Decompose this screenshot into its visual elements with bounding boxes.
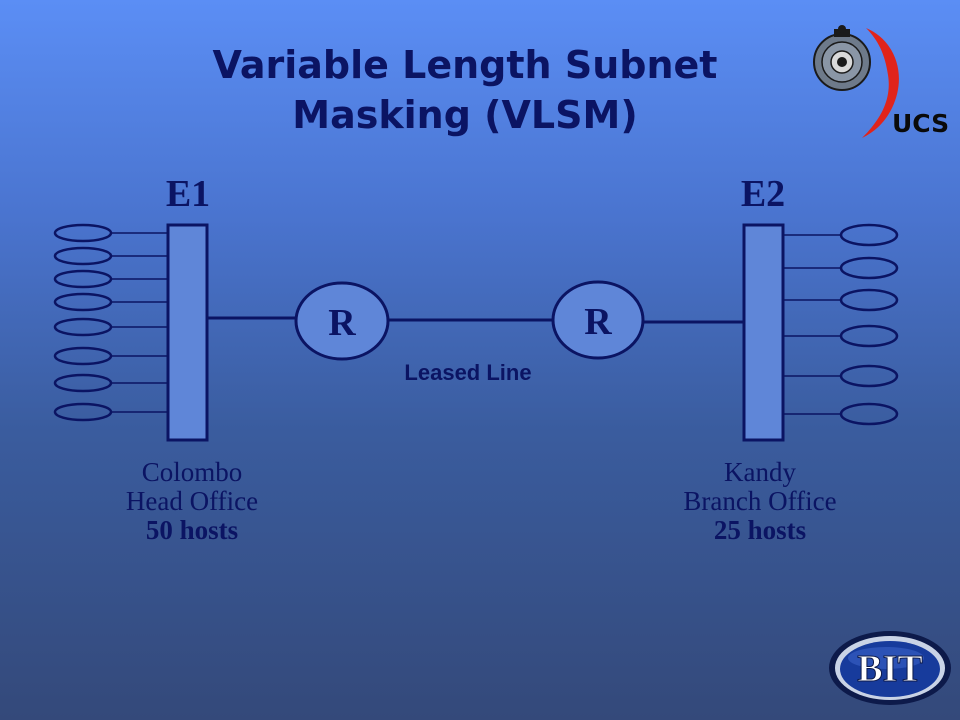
host: [783, 223, 899, 247]
host: [783, 402, 899, 426]
university-crest-icon: [813, 25, 871, 91]
ucsc-logo-text: UCSC: [892, 109, 950, 138]
office-kandy-hosts: 25 hosts: [713, 515, 807, 545]
office-kandy: Kandy Branch Office 25 hosts: [650, 458, 870, 545]
host: [783, 364, 899, 388]
network-label-e2: E2: [741, 173, 785, 215]
slide-title-line-2: Masking (VLSM): [292, 93, 638, 137]
e2-segment-hub: [742, 223, 785, 442]
office-kandy-type: Branch Office: [683, 486, 837, 516]
host: [53, 223, 168, 243]
host: [783, 324, 899, 348]
leased-line-label: Leased Line: [404, 360, 531, 385]
office-colombo-type: Head Office: [125, 486, 259, 516]
swoosh-icon: [862, 28, 899, 138]
office-colombo: Colombo Head Office 50 hosts: [92, 458, 292, 545]
router-right: R: [551, 280, 645, 360]
office-colombo-hosts: 50 hosts: [145, 515, 239, 545]
e2-hosts: [783, 223, 899, 426]
office-kandy-city: Kandy: [724, 457, 796, 487]
office-colombo-city: Colombo: [141, 457, 243, 487]
host: [53, 269, 168, 289]
host: [53, 373, 168, 393]
bit-logo: BIT: [829, 631, 951, 705]
slide-title: Variable Length Subnet Masking (VLSM): [140, 40, 790, 140]
network-label-e1: E1: [166, 173, 210, 215]
host: [53, 246, 168, 266]
host: [53, 402, 168, 422]
e1-segment-hub: [166, 223, 209, 442]
ucsc-logo: UCSC: [813, 25, 950, 138]
router-left: R: [294, 281, 390, 361]
router-left-label: R: [328, 302, 356, 344]
slide-title-line-1: Variable Length Subnet: [212, 43, 718, 87]
host: [783, 288, 899, 312]
host: [53, 317, 168, 337]
host: [783, 256, 899, 280]
host: [53, 346, 168, 366]
router-right-label: R: [584, 301, 612, 343]
e1-hosts: [53, 223, 168, 422]
host: [53, 292, 168, 312]
bit-logo-text: BIT: [857, 648, 922, 690]
